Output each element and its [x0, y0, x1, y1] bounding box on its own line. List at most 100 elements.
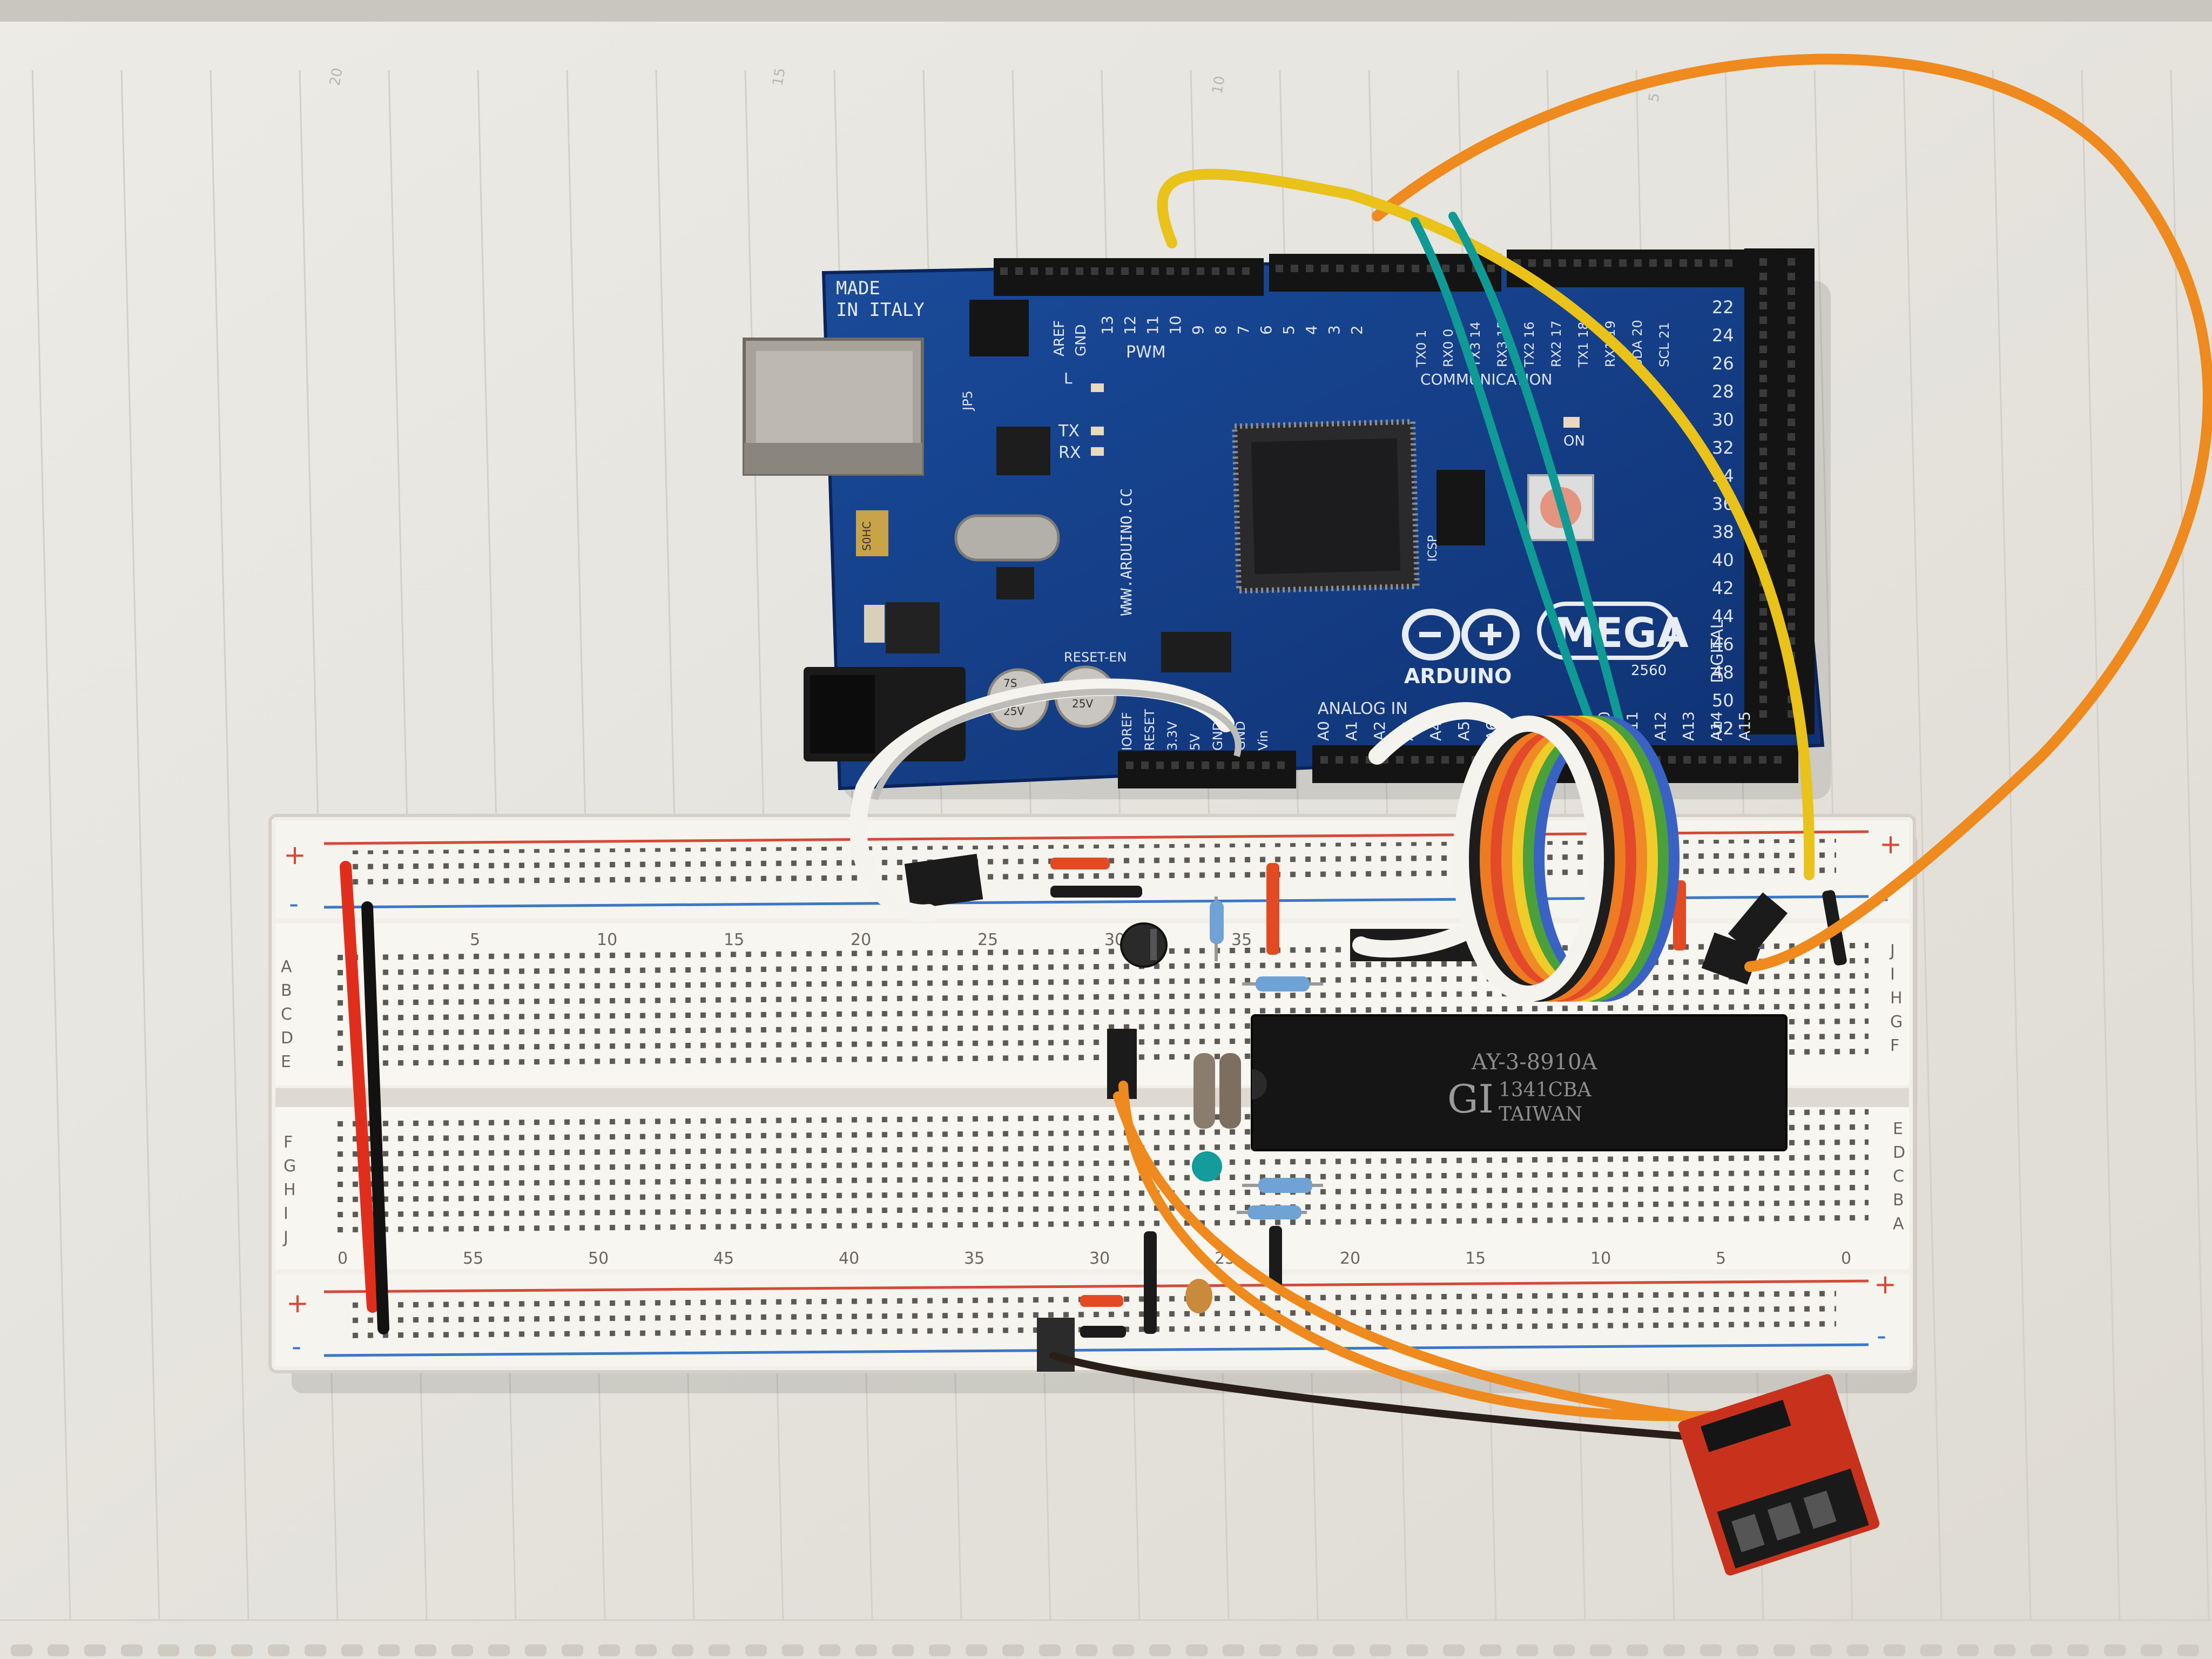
header-pins-top-left [994, 258, 1264, 296]
breadboard-row-label: G [284, 1157, 296, 1176]
icsp-label: ICSP [1426, 535, 1440, 562]
breadboard-row-label: E [1893, 1120, 1903, 1138]
power-pin-label: RESET [1142, 709, 1157, 751]
rail-plus-label: + [284, 839, 306, 871]
digital-pin-label: 38 [1712, 522, 1734, 542]
made-in-label: MADE [836, 278, 880, 299]
small-smd-chip [996, 567, 1034, 599]
jumper-wire-black [1269, 1226, 1282, 1291]
rail-minus-label: - [289, 888, 299, 919]
margin-number: 15 [770, 66, 788, 87]
led-indicator [1091, 427, 1104, 435]
icsp-header [969, 300, 1029, 356]
breadboard-column-label: 40 [839, 1249, 859, 1268]
breadboard-column-label: 0 [338, 1249, 348, 1268]
digital-pin-label: 28 [1712, 381, 1734, 402]
breadboard-column-label: 15 [724, 930, 744, 949]
voltage-regulator [886, 602, 940, 653]
usb-b-connector [743, 338, 924, 476]
rail-minus-label: - [292, 1331, 301, 1362]
power-pin-label: IOREF [1120, 712, 1135, 751]
pwm-pin-label: 4 [1303, 325, 1320, 335]
resistor [1242, 1178, 1323, 1193]
power-pin-label: Vin [1256, 730, 1271, 751]
electrolytic-capacitor-small [1120, 922, 1168, 968]
pwm-label: PWM [1126, 343, 1166, 362]
breadboard-column-label: 35 [964, 1249, 984, 1268]
breadboard-column-label: 10 [1590, 1249, 1611, 1268]
power-rail-bottom: + - + - [275, 1269, 1909, 1366]
made-in-label: IN ITALY [836, 299, 925, 321]
breadboard-row-label: E [281, 1053, 291, 1071]
digital-pin-label: 42 [1712, 578, 1734, 598]
digital-pin-label: 44 [1712, 606, 1734, 626]
jumper-wire-black [1144, 1231, 1157, 1334]
digital-pin-label: 30 [1712, 409, 1734, 430]
rail-minus-label: - [1877, 1320, 1886, 1351]
chip-part-number: AY-3-8910A [1471, 1050, 1598, 1075]
pwm-pin-label: 11 [1144, 315, 1162, 335]
wire-yellow [1157, 168, 1815, 880]
pwm-pin-label: 6 [1257, 325, 1275, 335]
pin-l-label: L [1064, 369, 1073, 387]
breadboard-column-label: 25 [977, 930, 998, 949]
digital-pin-label: 26 [1712, 353, 1734, 374]
wire-gray [872, 689, 1242, 800]
ceramic-capacitor [1192, 1151, 1222, 1182]
svg-text:MEGA: MEGA [1554, 609, 1689, 657]
analog-pin-label: A5 [1455, 721, 1473, 741]
rx-label: RX [1058, 443, 1081, 462]
communication-label: COMMUNICATION [1420, 370, 1552, 388]
comm-pin-label: RX0 0 [1441, 329, 1456, 367]
breadboard-row-label: H [284, 1181, 296, 1199]
svg-text:2560: 2560 [1631, 663, 1667, 679]
margin-number: 20 [327, 66, 346, 87]
website-label: WWW.ARDUINO.CC [1117, 488, 1135, 616]
s0hc-label: S0HC [860, 522, 873, 551]
analog-pin-label: A13 [1680, 711, 1697, 741]
breadboard-column-label: 30 [1089, 1249, 1110, 1268]
small-smd-chip [1161, 632, 1231, 672]
breadboard-column-label: 5 [1716, 1249, 1726, 1268]
breadboard-row-label: D [281, 1029, 293, 1048]
svg-text:25V: 25V [1072, 697, 1093, 710]
dupont-connector [904, 853, 983, 909]
analog-pin-label: A0 [1314, 721, 1332, 741]
jumper-wire-red [1266, 863, 1279, 955]
chip-date-code: 1341CBA [1499, 1079, 1592, 1101]
ceramic-capacitor [1185, 1279, 1212, 1313]
aref-label: AREF [1051, 320, 1068, 356]
digital-pin-label: 32 [1712, 437, 1734, 458]
breadboard-row-label: B [1893, 1191, 1904, 1210]
breadboard-row-label: C [281, 1005, 292, 1024]
pwm-pin-label: 8 [1212, 325, 1230, 335]
breadboard-row-label: G [1890, 1013, 1903, 1031]
svg-text:7S: 7S [1003, 677, 1017, 690]
breadboard-row-label: A [281, 957, 292, 976]
breadboard-column-label: 20 [851, 930, 871, 949]
resistor [1237, 1205, 1307, 1219]
analog-in-label: ANALOG IN [1318, 699, 1408, 718]
jumper-wire-red [1080, 1295, 1123, 1307]
icsp-header [1437, 470, 1485, 545]
analog-pin-label: A1 [1343, 721, 1360, 741]
ceramic-capacitor [1193, 1053, 1241, 1129]
jp5-label: JP5 [960, 390, 975, 412]
tx-label: TX [1058, 422, 1080, 441]
pwm-pin-label: 5 [1280, 325, 1298, 335]
pwm-pin-label: 9 [1189, 325, 1207, 335]
led-indicator [1091, 447, 1104, 456]
breadboard-column-label: 20 [1340, 1249, 1360, 1268]
wire-white [849, 678, 1235, 922]
atmega2560-chip [1231, 419, 1420, 594]
breadboard-column-label: 5 [470, 930, 480, 949]
breadboard-column-label: 45 [713, 1249, 734, 1268]
breadboard-row-label: J [282, 1228, 288, 1247]
digital-label: DIGITAL [1708, 619, 1727, 683]
rail-plus-label: + [286, 1287, 309, 1319]
breadboard-row-label: C [1893, 1167, 1904, 1186]
notebook-spiral-edge [11, 1644, 2199, 1656]
comm-pin-label: TX1 18 [1576, 321, 1591, 368]
header-pins-top-mid [1269, 254, 1501, 292]
